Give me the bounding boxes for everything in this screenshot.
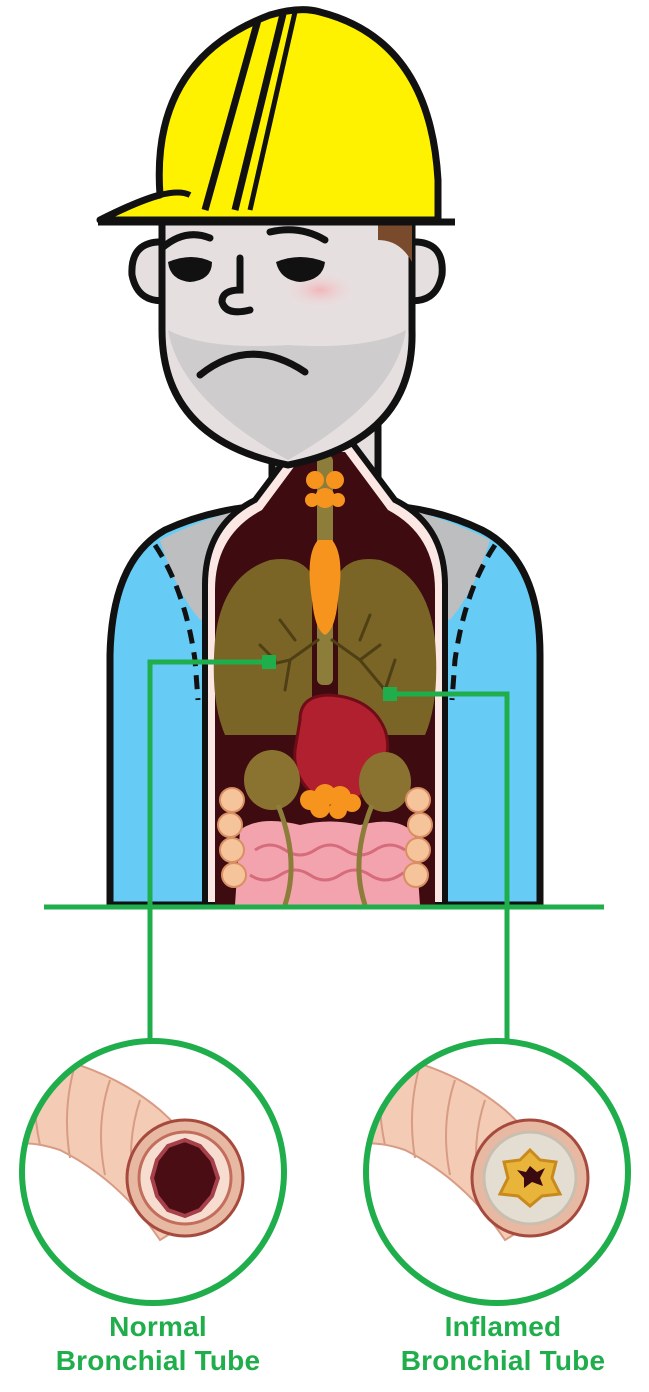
inflamed-label-line2: Bronchial Tube [373,1344,633,1378]
inflamed-bronchial-tube-label: Inflamed Bronchial Tube [373,1310,633,1378]
normal-label-line1: Normal [28,1310,288,1344]
marker-left [262,655,276,669]
normal-label-line2: Bronchial Tube [28,1344,288,1378]
organs [205,440,445,905]
normal-bronchial-tube-label: Normal Bronchial Tube [28,1310,288,1378]
normal-bronchial-tube-icon [10,1041,284,1303]
intestines [235,821,420,905]
hard-hat-icon [98,10,455,222]
inflamed-bronchial-tube-icon [355,1041,628,1303]
worker-face-icon [132,215,442,465]
inflamed-label-line1: Inflamed [373,1310,633,1344]
marker-right [383,687,397,701]
